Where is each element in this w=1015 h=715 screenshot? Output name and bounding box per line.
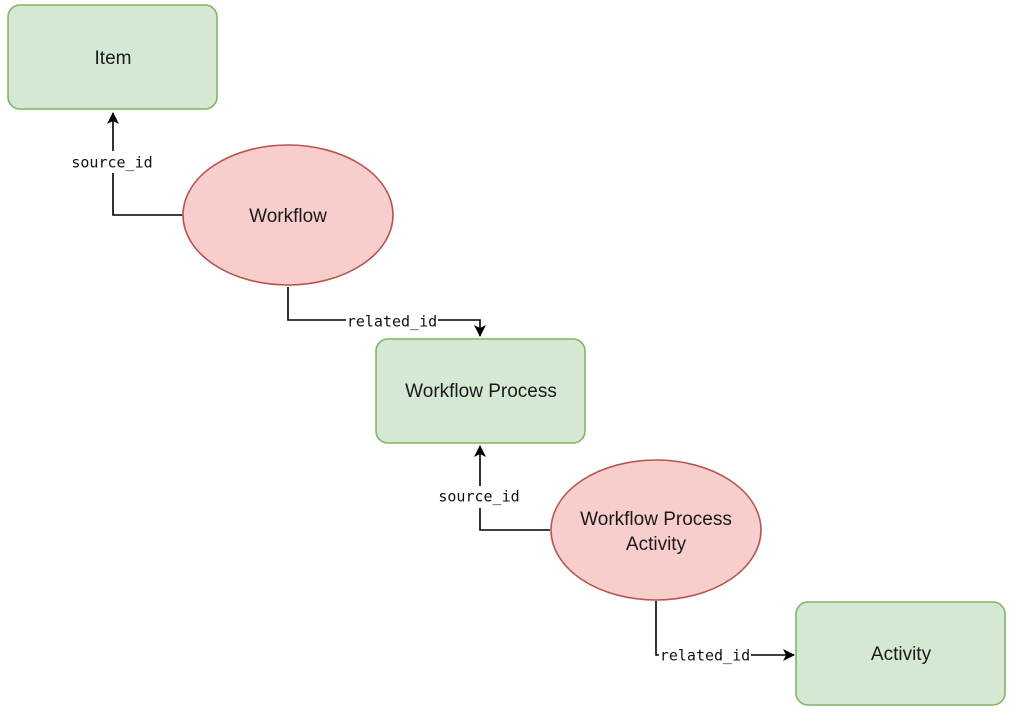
edge-workflow-to-item: [107, 112, 183, 216]
node-workflow[interactable]: Workflow: [182, 144, 394, 286]
svg-text:Workflow: Workflow: [249, 206, 327, 227]
edge-activity-link-to-workflow-process: [474, 445, 550, 531]
node-activity[interactable]: Activity: [795, 601, 1006, 706]
svg-text:source_id: source_id: [71, 154, 152, 172]
node-workflow-process[interactable]: Workflow Process: [375, 338, 586, 444]
svg-text:Workflow Process: Workflow Process: [405, 381, 557, 402]
svg-text:related_id: related_id: [660, 647, 750, 665]
edge-label-related-id-1: related_id: [346, 311, 438, 333]
svg-text:Workflow Process: Workflow Process: [580, 509, 732, 530]
svg-text:Item: Item: [95, 48, 132, 69]
edge-label-source-id-2: source_id: [433, 486, 525, 508]
edge-label-source-id-1: source_id: [66, 151, 158, 173]
node-workflow-process-activity[interactable]: Workflow Process Activity: [550, 459, 762, 601]
svg-text:Activity: Activity: [871, 644, 932, 665]
svg-text:Activity: Activity: [626, 534, 687, 555]
edge-label-related-id-2: related_id: [659, 644, 751, 666]
svg-text:source_id: source_id: [438, 488, 519, 506]
svg-text:related_id: related_id: [347, 313, 437, 331]
node-item[interactable]: Item: [7, 4, 218, 110]
